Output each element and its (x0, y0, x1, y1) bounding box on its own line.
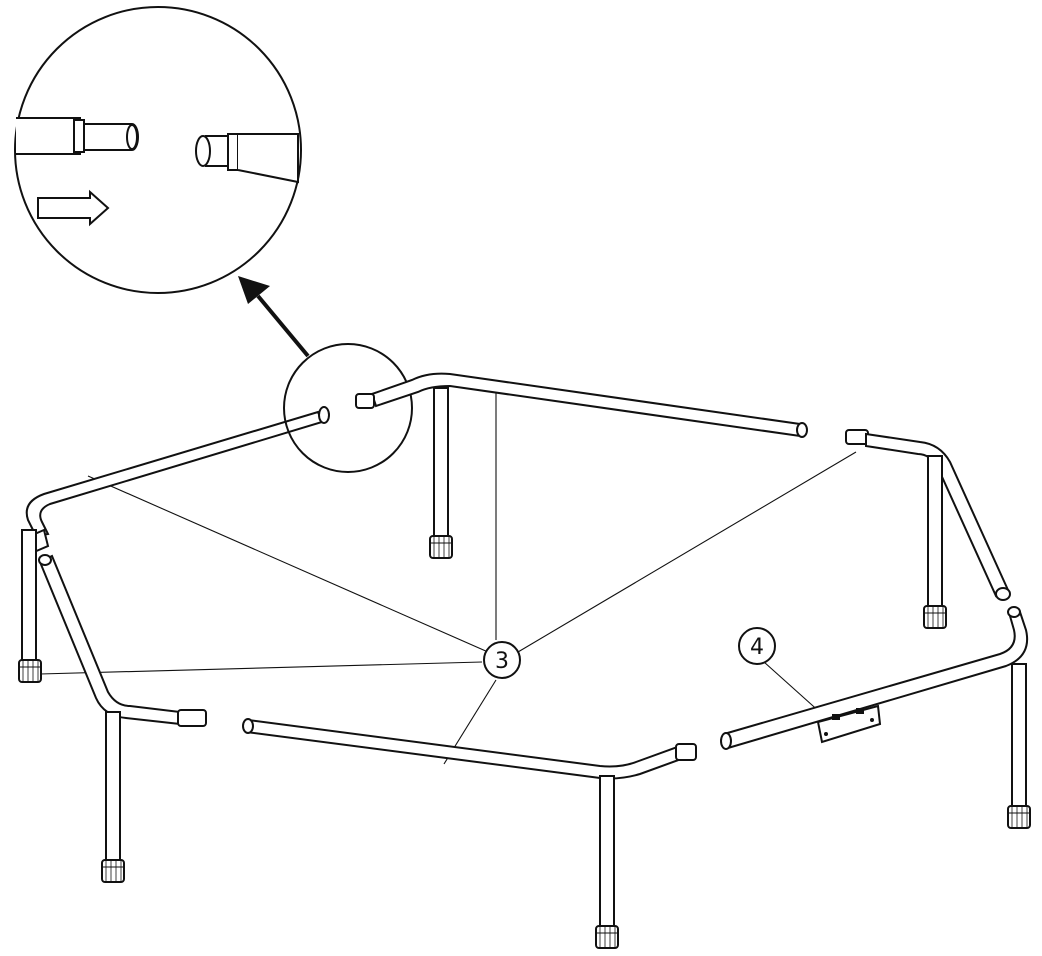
callout-part-3-label: 3 (495, 649, 509, 674)
leg-left-corner (18, 529, 42, 683)
leader-lines (39, 392, 857, 765)
callout-part-4: 4 (738, 627, 776, 665)
rail-front-right (720, 606, 1031, 829)
arrow-up-left-icon (238, 276, 310, 358)
rail-front (242, 718, 697, 949)
rail-right-back (845, 429, 1011, 629)
rail-back-left (25, 406, 330, 554)
callout-part-3: 3 (483, 641, 521, 679)
arrow-right-icon (37, 189, 110, 227)
detail-left-tube (16, 117, 139, 155)
rail-back (355, 372, 808, 559)
rail-front-left (38, 554, 207, 883)
detail-right-tube (195, 133, 299, 184)
zoom-circle (283, 343, 413, 473)
bracket-plate (816, 704, 882, 744)
callout-part-4-label: 4 (750, 635, 764, 660)
detail-magnifier (14, 6, 302, 294)
